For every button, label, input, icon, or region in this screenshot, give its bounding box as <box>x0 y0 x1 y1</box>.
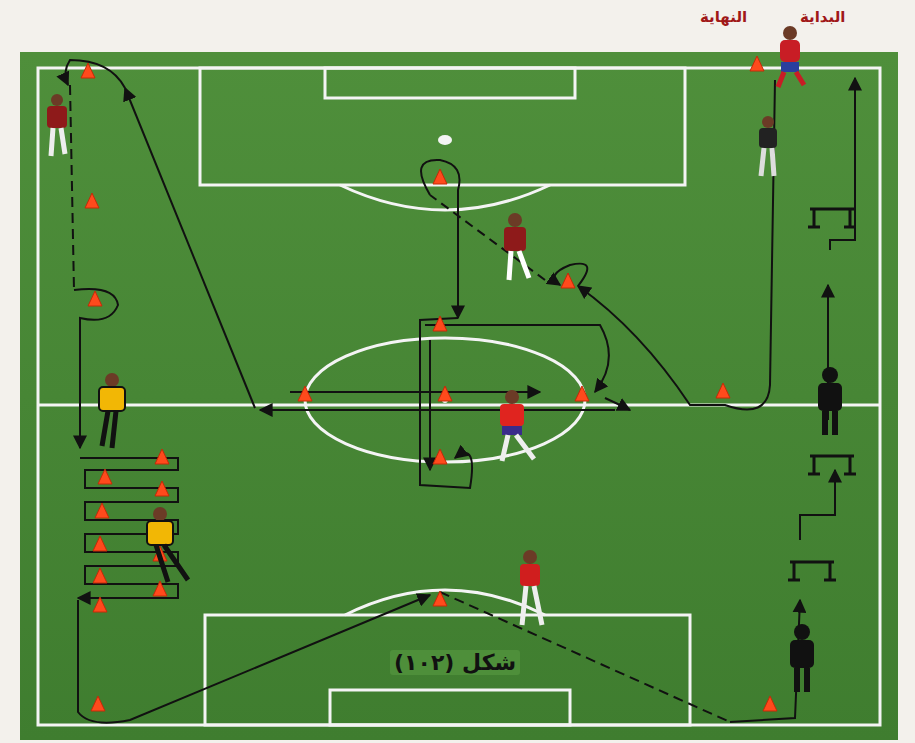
figure-caption: شكل (١٠٢) <box>390 650 520 675</box>
players <box>47 26 842 692</box>
start-end-label: النهاية <box>700 8 747 26</box>
start-end-label: البداية <box>800 8 845 26</box>
